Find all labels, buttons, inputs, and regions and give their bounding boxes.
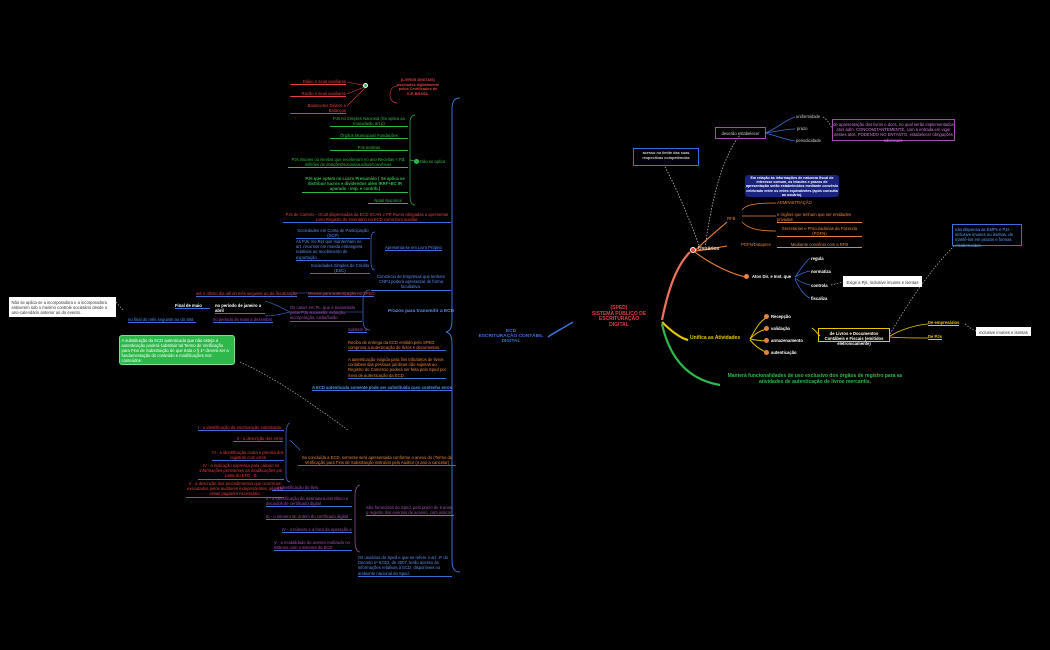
conta-participacao-item: Sociedades em Conta de Participação (SCP… <box>296 228 370 240</box>
orgaos-item: e órgãos que tenham que ser entidades pr… <box>777 212 862 224</box>
mensal-item: Mensal para autenticação no SPED <box>308 291 375 298</box>
inativas-item: PJs Inativas <box>330 145 408 152</box>
subitem-item: Subitem 3 <box>348 327 367 334</box>
mediante-item: Mediante convênio com a RFB <box>777 242 862 249</box>
balancetes-item: Balancetes Diários e Balanços <box>290 103 346 115</box>
autenticacao-item: autenticação <box>771 350 797 355</box>
periodo-jan-abr-item: no período de janeiro a abril <box>215 303 265 315</box>
final-mes-item: no final do mês seguinte ao do Sist. <box>128 317 196 324</box>
secretarias-item: Secretarias e Procuradorias da Fazenda (… <box>777 226 862 238</box>
mantera-node[interactable]: Manterá funcionalidades de uso exclusivo… <box>727 373 903 385</box>
sociedades-credito-item: Sociedades Simples de Crédito (ESC) <box>310 263 370 275</box>
apresenta-item: Apresenta-se em Livro Próprio <box>385 245 442 252</box>
controla-item: controla <box>811 283 828 288</box>
periodo-mai-dez-item: no período de maio a dezembro <box>213 317 273 324</box>
circle-marker-icon <box>744 274 749 279</box>
identificacao-escrituracao-item: I - a identificação da escrituração subs… <box>198 425 284 432</box>
simples-item: PJs no Simples Nacional (Se aplica ao Im… <box>330 116 408 128</box>
circle-marker-icon <box>764 350 769 355</box>
prazo-label: prazo <box>797 126 808 131</box>
uniformidade-label: uniformidade <box>796 114 821 119</box>
identificacao-livro-item: I - a identificação do livro <box>272 485 352 492</box>
nao-dispensa-note: não dispensa as EMPs e PJs - inclusive i… <box>952 224 1022 248</box>
certificados-node: (LIVROS DIGITAIS) assinados digitalmente… <box>397 78 439 96</box>
apresentacao-note: de apresentação dos livros e docs, no qu… <box>832 119 955 143</box>
circle-marker-icon <box>363 83 368 88</box>
identificacao-assinatura-item: II - a identificação da assinatura dos B… <box>266 496 352 508</box>
lucro-presumido-item: PJs que optem no Lucro Presumido ( Se ap… <box>302 176 408 193</box>
caixa-note: PJs de Cartório - Ocult dispensadas da E… <box>283 212 451 224</box>
circle-marker-icon <box>690 247 696 253</box>
prazos-node[interactable]: Prazos para transmitir a ECD <box>388 309 455 314</box>
periodicidade-label: periodicidade <box>796 138 821 143</box>
empresarios-item: De empresários <box>928 320 960 327</box>
sped-title: SISTEMA PÚBLICO DE ESCRITURAÇÃO <box>591 310 647 323</box>
nao-se-aplica-node: Não se aplica <box>420 159 446 164</box>
atos-node[interactable]: Atos Dir. e Inst. que <box>752 274 792 279</box>
modalidade-item: V - a modalidade do acesso realizado no … <box>274 540 352 552</box>
unifica-node[interactable]: Unifica as Atividades <box>690 335 741 341</box>
substituida-item: A ECD autenticada somente pode ser subst… <box>312 385 452 392</box>
circle-marker-icon <box>764 314 769 319</box>
ecd-acronym: ECD <box>505 329 517 334</box>
final-maio-item: Final de maio <box>175 303 210 310</box>
rfb-label: RFB <box>727 216 736 221</box>
substituicao-note: A substituição da ECD autenticada que nã… <box>119 335 235 365</box>
usuarios-node[interactable]: Usuários <box>698 246 720 252</box>
orgaos-municipais-item: Órgãos Municipais/ Fundações <box>330 133 408 140</box>
termo-item: Se concluída a ECD, somente será apresen… <box>298 455 456 467</box>
deverao-estabelecer-node[interactable]: deverão estabelecer <box>715 127 766 139</box>
livros-node: de Livros e Documentos Contábeis e Fisca… <box>818 328 890 346</box>
circle-marker-icon <box>764 338 769 343</box>
sped-title-2: DIGITAL <box>609 321 629 328</box>
regula-item: regula <box>811 256 824 261</box>
recibo-item: Recibo de entrega da ECD emitido pelo SP… <box>348 340 446 352</box>
indicacao-item: IV - a indicação expressa para cálculo o… <box>198 463 284 480</box>
casos-item: Os casos em PL, que é transmitido pelos … <box>290 305 362 322</box>
consorcio-item: Consórcio de Empresas que tenham CNPJ po… <box>371 274 451 291</box>
descricao-procedimentos-item: V - a descrição dos procedimentos que oc… <box>186 481 284 498</box>
sped-center-node[interactable]: (SPED) SISTEMA PÚBLICO DE ESCRITURAÇÃO D… <box>573 305 665 328</box>
recepcao-item: Recepção <box>771 314 791 319</box>
validacao-item: validação <box>771 326 791 331</box>
circle-marker-icon <box>764 326 769 331</box>
imunes-item: PJs imunes ou isentas que receberam no a… <box>288 157 408 169</box>
circle-marker-icon <box>414 159 419 164</box>
numero-hora-item: IV - o número e a hora da operação e <box>282 527 352 534</box>
autenticacao-exigida-item: A autenticação exigida para fins tributá… <box>348 357 446 379</box>
administracao-item: ADMINISTRAÇÃO <box>777 200 812 205</box>
diario-item: Diário e seus auxiliares <box>290 79 346 86</box>
sped-acronym: (SPED) <box>610 305 628 311</box>
nao-aplica-incorporacao-note: Não se aplica se a incorporadora e a inc… <box>9 297 116 317</box>
pjs-nao-item: As PJs. Ko Ret que mantenham no art. rec… <box>296 239 368 261</box>
identificacao-registros-item: III - a identificação exata e precisa do… <box>212 450 284 462</box>
sao-fornecidos-item: São fornecidos ao Sped, pelo prazo de 5 … <box>366 505 454 517</box>
natal-item: Natal Nacional <box>368 198 408 205</box>
acesso-note: acesso no limite das suas respectivas co… <box>633 148 699 166</box>
armazenamento-item: armazenamento <box>771 338 803 343</box>
ecd-node[interactable]: ECD ESCRITURAÇÃO CONTÁBIL DIGITAL <box>470 329 552 345</box>
relacao-note: Em relação às informações de natureza fi… <box>745 175 839 197</box>
ultimo-dia-item: até o último dia útil do mês seguinte ao… <box>196 291 298 298</box>
exige-note: Exige a Pjs, inclusive imunes e isentas <box>843 276 922 287</box>
razao-item: Razão e seus auxiliares <box>290 91 346 98</box>
usuarios-sped-item: Os usuários do Sped e que se refere o ar… <box>358 555 452 577</box>
numero-ordem-item: III - o número de ordem do certificado d… <box>266 514 352 521</box>
pgfn-label: PGFN/Dataprev <box>741 242 771 247</box>
pjs-item: De PJs <box>928 334 942 341</box>
inclusive-note: inclusive imunes e isentas <box>976 327 1031 336</box>
fiscaliza-item: fiscaliza <box>811 296 828 301</box>
descricao-erros-item: II - a descrição dos erros <box>233 436 283 443</box>
ecd-title: ESCRITURAÇÃO CONTÁBIL DIGITAL <box>478 334 544 345</box>
normatiza-item: normatiza <box>811 269 831 274</box>
